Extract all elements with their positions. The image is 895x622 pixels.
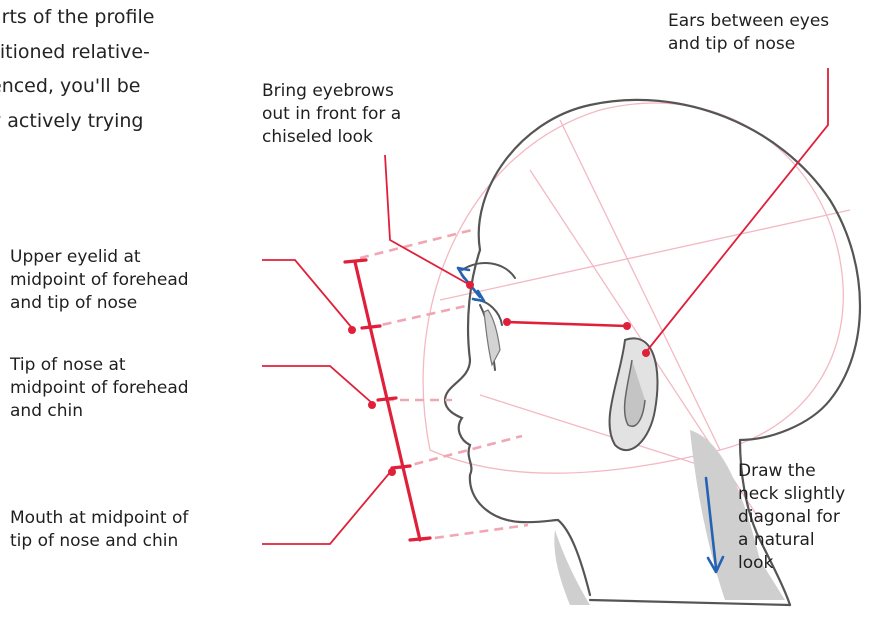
dot-ear-top (623, 322, 631, 330)
ruler-tick-top (345, 260, 366, 262)
dot-eyebrow (466, 281, 474, 289)
ruler-main-line (355, 262, 420, 540)
label-neck: Draw the neck slightly diagonal for a na… (738, 460, 845, 575)
guide-jaw (480, 395, 700, 465)
guide-horizontal (440, 210, 850, 300)
dot-eye (503, 318, 511, 326)
eye-fill (484, 310, 500, 365)
dashed-chin-line (420, 525, 528, 540)
leader-nose (262, 366, 372, 403)
leader-eye-to-ear (507, 322, 627, 326)
forehead-face-line (445, 250, 558, 522)
dot-eyelid (348, 326, 356, 334)
cranium-line (479, 100, 860, 440)
dot-ear (642, 349, 650, 357)
dot-mouth (388, 468, 396, 476)
eyebrow-arrowhead-top (458, 268, 469, 278)
label-upper-eyelid: Upper eyelid at midpoint of forehead and… (10, 246, 189, 315)
leader-eyebrows (385, 155, 470, 285)
dashed-eyelid-line (368, 305, 470, 328)
ruler-tick-nose (378, 398, 396, 400)
leader-ears (646, 68, 828, 352)
marker-dots (348, 281, 650, 476)
label-tip-of-nose: Tip of nose at midpoint of forehead and … (10, 354, 189, 423)
dot-nose (368, 401, 376, 409)
label-ears: Ears between eyes and tip of nose (668, 10, 829, 56)
ruler-tick-eyelid (362, 326, 380, 328)
neck-base-line (590, 600, 790, 605)
ear (610, 338, 658, 450)
ruler-tick-bottom (410, 538, 430, 540)
dashed-mouth-line (400, 436, 522, 468)
leader-mouth (262, 470, 392, 544)
leader-eyelid (262, 260, 352, 328)
ruler-tick-mouth (392, 466, 410, 468)
label-mouth: Mouth at midpoint of tip of nose and chi… (10, 507, 188, 553)
label-eyebrows: Bring eyebrows out in front for a chisel… (262, 80, 401, 149)
